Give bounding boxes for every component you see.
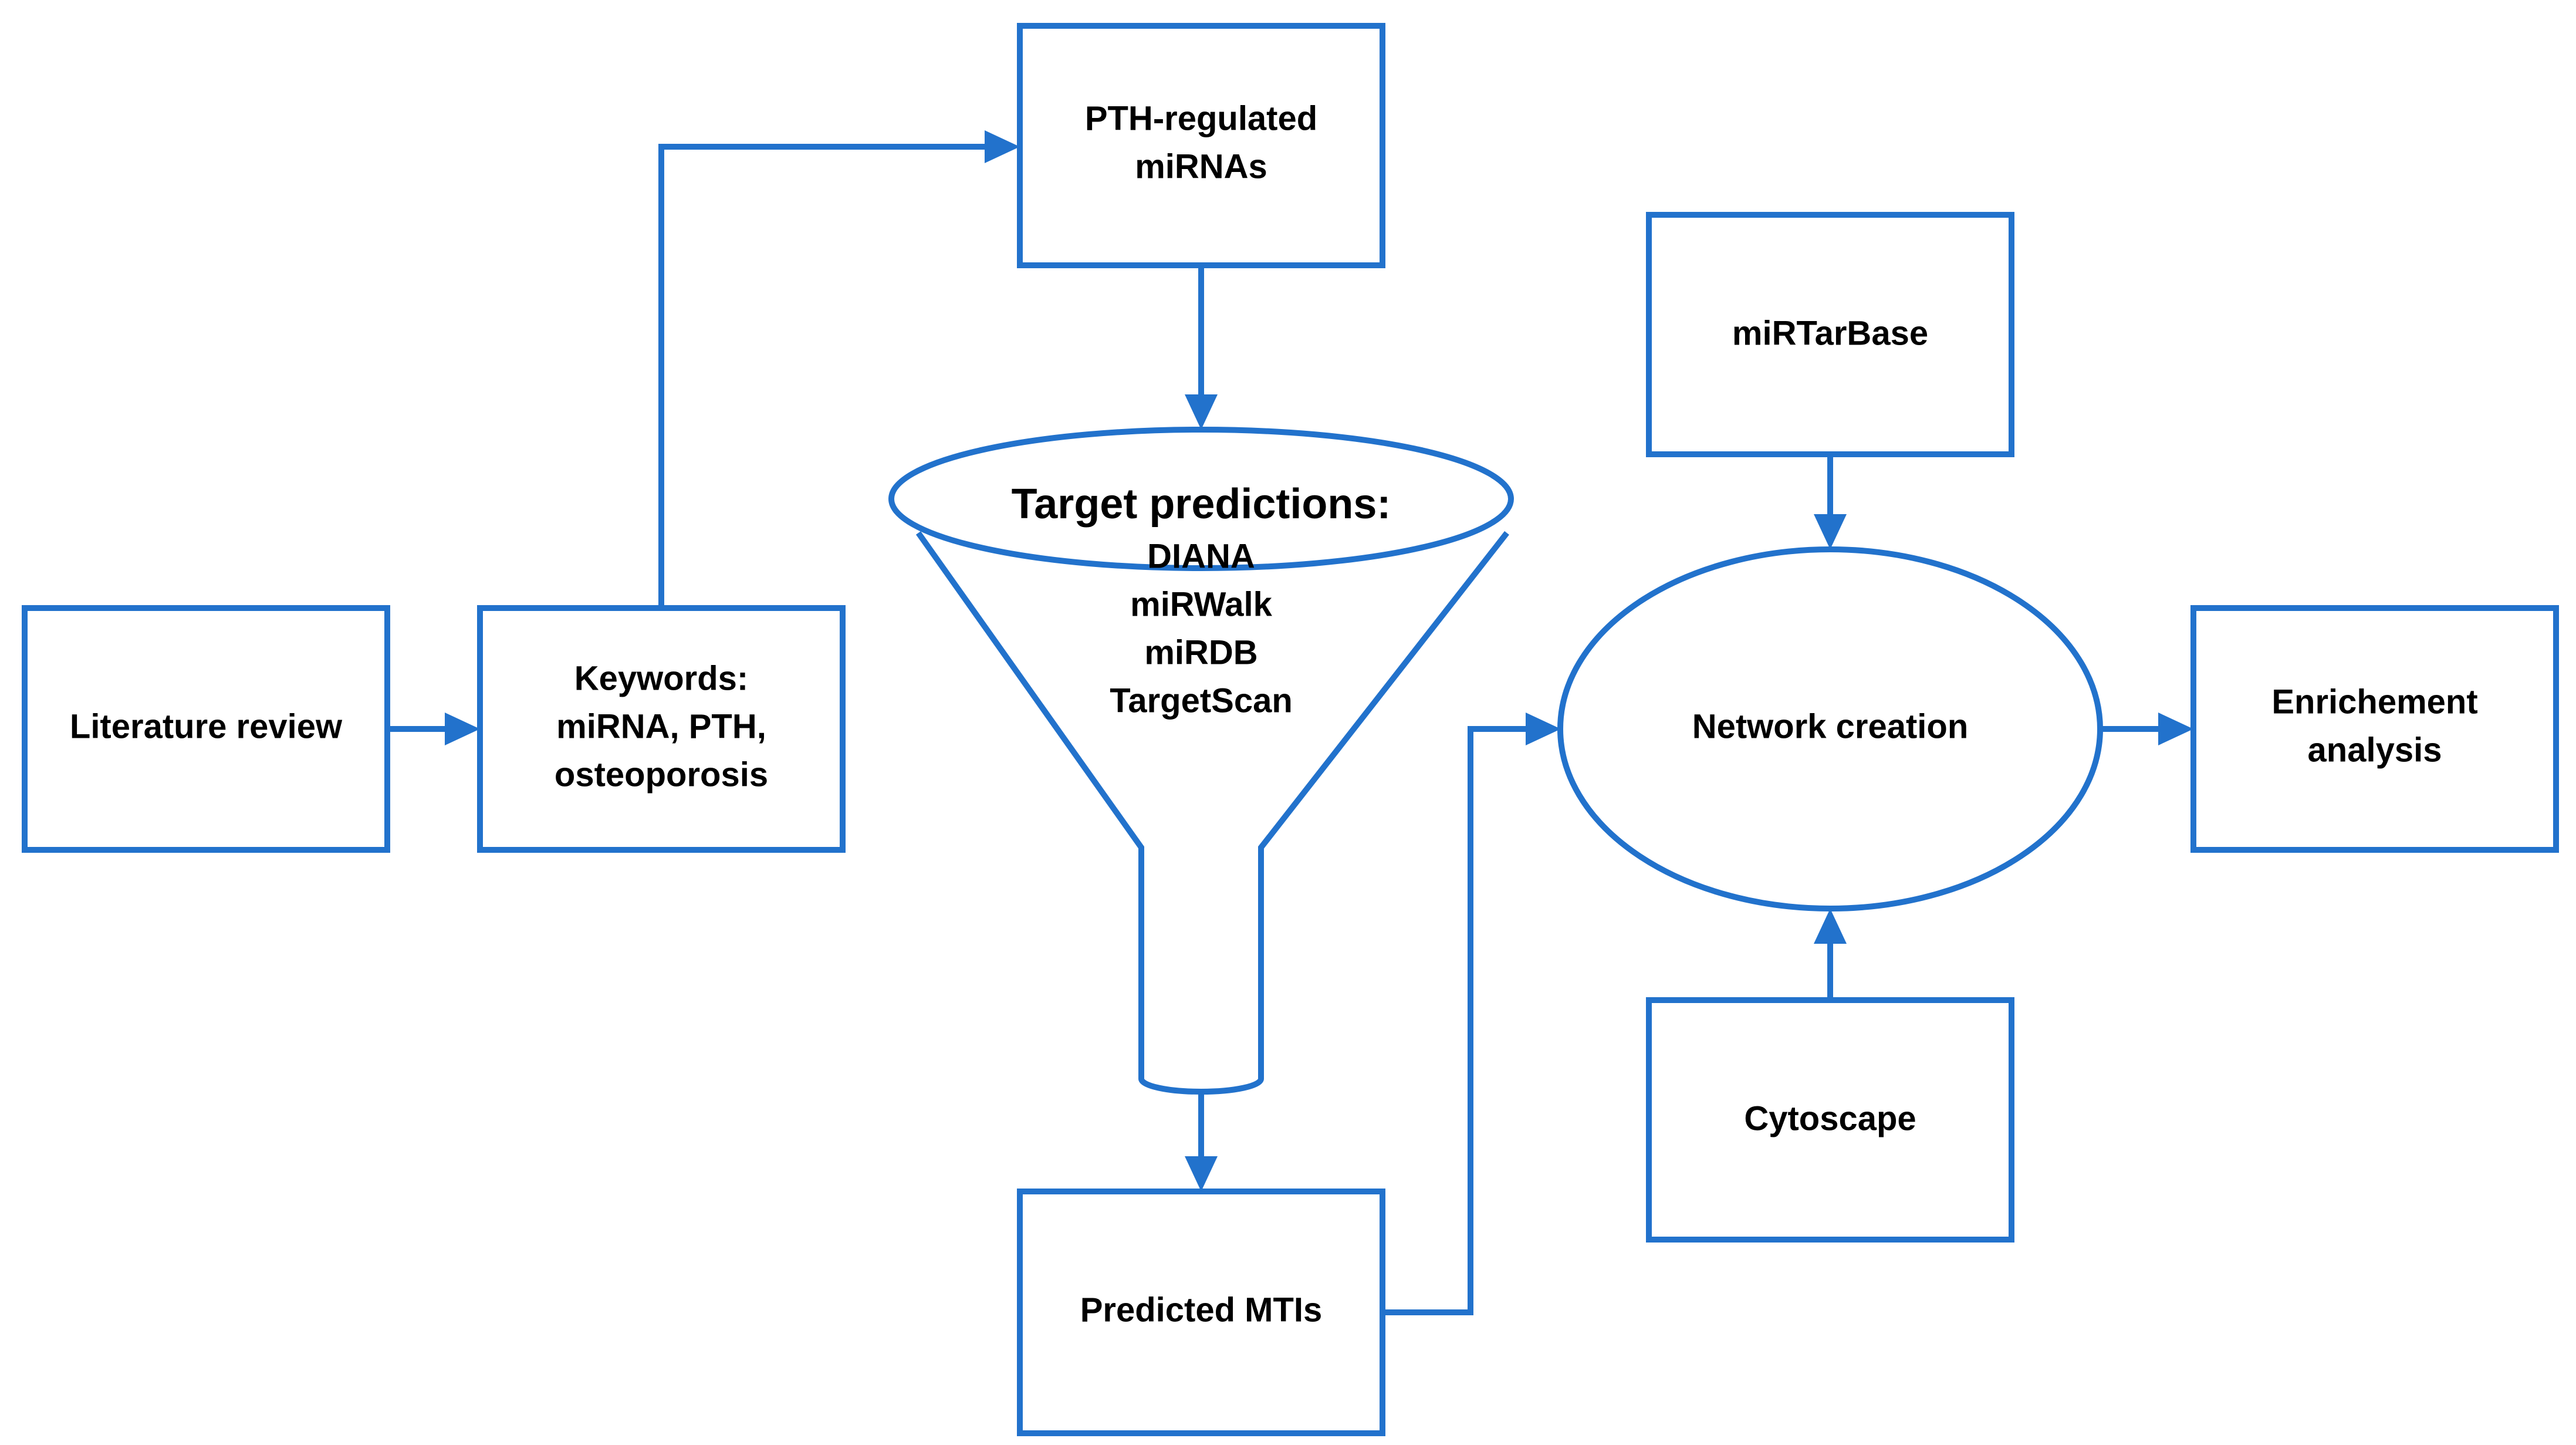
enrichment-label: Enrichement xyxy=(2271,683,2477,721)
network-creation-node: Network creation xyxy=(1557,546,2103,911)
network-creation-label: Network creation xyxy=(1692,707,1969,745)
mirnas-label: miRNAs xyxy=(1135,147,1267,185)
cytoscape-label: Cytoscape xyxy=(1744,1099,1916,1137)
tool-diana: DIANA xyxy=(1147,537,1255,575)
funnel-body xyxy=(915,531,1509,1095)
target-predictions-title: Target predictions: xyxy=(1012,481,1391,528)
literature-review-label: Literature review xyxy=(70,707,343,745)
tool-mirwalk: miRWalk xyxy=(1130,585,1272,623)
keywords-node: Keywords: miRNA, PTH, osteoporosis xyxy=(477,605,846,853)
arrow-network-to-enrichment xyxy=(2100,713,2193,745)
mirtarbase-label: miRTarBase xyxy=(1732,314,1928,352)
predicted-mtis-node: Predicted MTIs xyxy=(1017,1189,1385,1436)
keywords-terms-label: miRNA, PTH, xyxy=(556,707,766,745)
pth-regulated-label: PTH-regulated xyxy=(1085,99,1317,137)
mirtarbase-node: miRTarBase xyxy=(1646,212,2014,457)
arrow-literature-to-keywords xyxy=(387,713,480,745)
literature-review-node: Literature review xyxy=(22,605,390,853)
target-predictions-funnel: Target predictions: DIANA miRWalk miRDB … xyxy=(888,427,1514,1095)
arrow-funnel-to-predicted-mtis xyxy=(1185,1092,1218,1191)
arrow-pth-mirnas-to-funnel xyxy=(1185,265,1218,430)
arrow-cytoscape-to-network xyxy=(1814,909,1847,1000)
arrow-predicted-mtis-to-network xyxy=(1382,713,1561,1315)
arrow-keywords-to-pth-mirnas xyxy=(658,130,1020,608)
keywords-label: Keywords: xyxy=(574,659,749,697)
enrichment-analysis-node: Enrichement analysis xyxy=(2190,605,2559,853)
keywords-terms-label-2: osteoporosis xyxy=(555,755,768,794)
arrow-mirtarbase-to-network xyxy=(1814,454,1847,549)
cytoscape-node: Cytoscape xyxy=(1646,997,2014,1243)
tool-mirdb: miRDB xyxy=(1144,633,1257,671)
predicted-mtis-label: Predicted MTIs xyxy=(1080,1291,1323,1329)
tool-targetscan: TargetScan xyxy=(1110,681,1293,720)
pth-regulated-mirnas-node: PTH-regulated miRNAs xyxy=(1017,23,1385,268)
analysis-label: analysis xyxy=(2308,731,2442,769)
